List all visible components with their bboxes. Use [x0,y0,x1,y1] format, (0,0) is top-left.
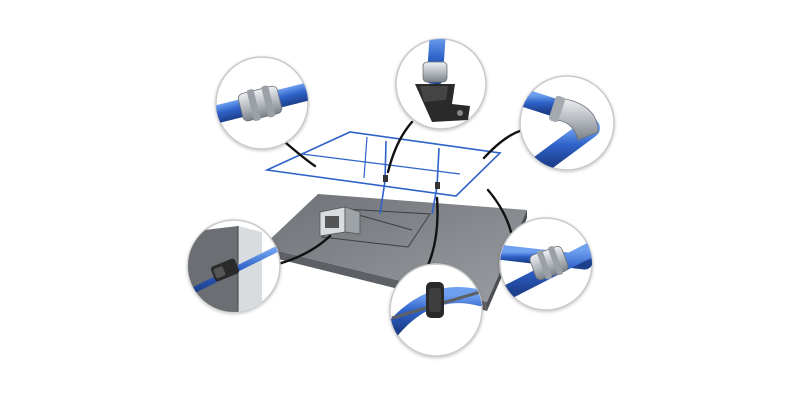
straight-coupling-icon [500,242,592,300]
wall-clip-icon [188,226,278,312]
callout-coupling-right [499,217,593,311]
floor-outlet-box [319,206,361,237]
frame-drop-fittings [383,175,440,189]
callout-connectors [276,120,525,272]
pipe-clamp-icon [390,282,482,338]
drop-bracket-icon [415,39,470,122]
callout-coupling-top-left [215,56,309,150]
callout-wall-bracket-top [395,38,487,130]
straight-coupling-icon [216,79,308,126]
callout-elbow-right [519,75,615,171]
callout-wall-clip-left [187,219,281,313]
overhead-pipe-frame [264,131,502,215]
callout-pipe-clamp-bottom [389,263,483,357]
